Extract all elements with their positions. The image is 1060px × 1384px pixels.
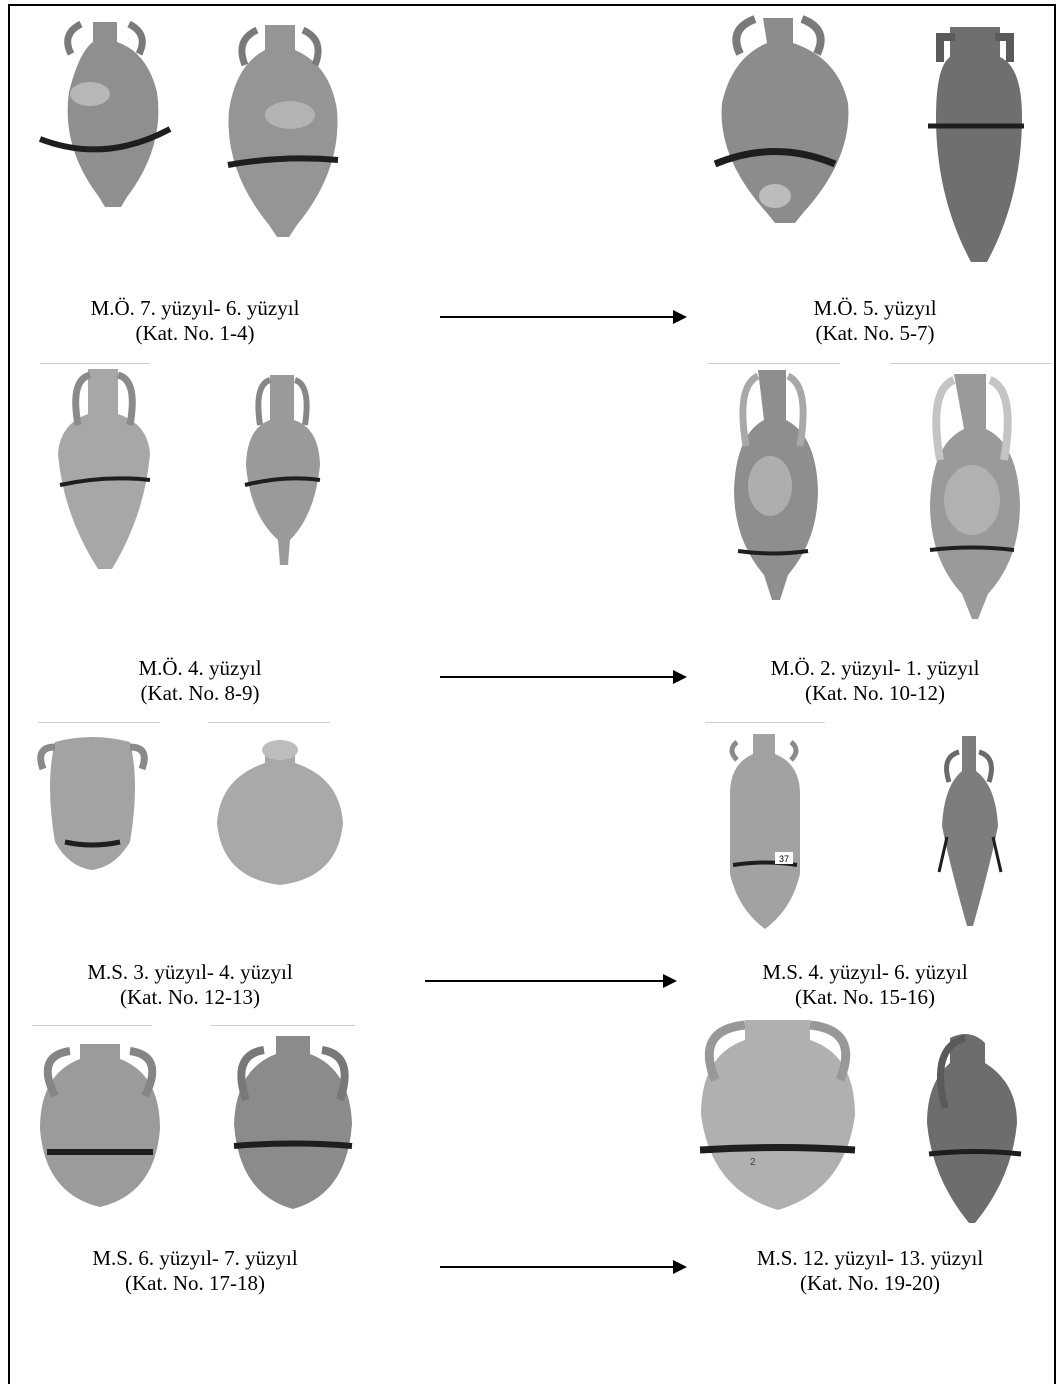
catalog-label: (Kat. No. 19-20) [710,1271,1030,1296]
period-label: M.S. 4. yüzyıl- 6. yüzyıl [705,960,1025,985]
jar-label-37: 37 [779,854,789,864]
catalog-label: (Kat. No. 8-9) [40,681,360,706]
amphora-5 [50,365,160,575]
separator-line [705,722,825,723]
separator-line [38,722,160,723]
timeline-arrow-1 [440,316,685,318]
separator-line [208,722,330,723]
caption-row2-left: M.Ö. 4. yüzyıl (Kat. No. 8-9) [40,656,360,706]
catalog-label: (Kat. No. 15-16) [705,985,1025,1010]
caption-row3-left: M.S. 3. yüzyıl- 4. yüzyıl (Kat. No. 12-1… [30,960,350,1010]
amphora-7 [718,366,828,611]
timeline-arrow-3 [425,980,675,982]
catalog-label: (Kat. No. 1-4) [35,321,355,346]
catalog-label: (Kat. No. 5-7) [715,321,1035,346]
timeline-arrow-2 [440,676,685,678]
caption-row3-right: M.S. 4. yüzyıl- 6. yüzyıl (Kat. No. 15-1… [705,960,1025,1010]
amphora-12 [935,732,1005,932]
period-label: M.S. 12. yüzyıl- 13. yüzyıl [710,1246,1030,1271]
amphora-14 [228,1030,358,1220]
catalog-label: (Kat. No. 17-18) [35,1271,355,1296]
caption-row1-left: M.Ö. 7. yüzyıl- 6. yüzyıl (Kat. No. 1-4) [35,296,355,346]
caption-row4-right: M.S. 12. yüzyıl- 13. yüzyıl (Kat. No. 19… [710,1246,1030,1296]
separator-line [708,363,840,364]
amphora-11: 37 [725,730,805,930]
amphora-8 [912,370,1032,630]
period-label: M.Ö. 2. yüzyıl- 1. yüzyıl [715,656,1035,681]
catalog-label: (Kat. No. 10-12) [715,681,1035,706]
amphora-4 [920,22,1030,272]
separator-line [210,1025,355,1026]
timeline-arrow-4 [440,1266,685,1268]
separator-line [32,1025,152,1026]
catalog-label: (Kat. No. 12-13) [30,985,350,1010]
amphora-2 [210,20,350,245]
amphora-1 [35,14,175,224]
amphora-13 [35,1036,165,1216]
period-label: M.Ö. 5. yüzyıl [715,296,1035,321]
period-label: M.S. 6. yüzyıl- 7. yüzyıl [35,1246,355,1271]
jar-label-2: 2 [750,1157,756,1168]
period-label: M.Ö. 7. yüzyıl- 6. yüzyıl [35,296,355,321]
amphora-16 [925,1028,1025,1228]
period-label: M.Ö. 4. yüzyıl [40,656,360,681]
caption-row4-left: M.S. 6. yüzyıl- 7. yüzyıl (Kat. No. 17-1… [35,1246,355,1296]
caption-row2-right: M.Ö. 2. yüzyıl- 1. yüzyıl (Kat. No. 10-1… [715,656,1035,706]
caption-row1-right: M.Ö. 5. yüzyıl (Kat. No. 5-7) [715,296,1035,346]
amphora-9 [30,732,155,872]
period-label: M.S. 3. yüzyıl- 4. yüzyıl [30,960,350,985]
amphora-6 [240,370,330,570]
separator-line [890,363,1052,364]
amphora-10 [210,738,350,888]
amphora-15: 2 [695,1010,860,1220]
amphora-3 [695,14,860,234]
separator-line [40,363,150,364]
